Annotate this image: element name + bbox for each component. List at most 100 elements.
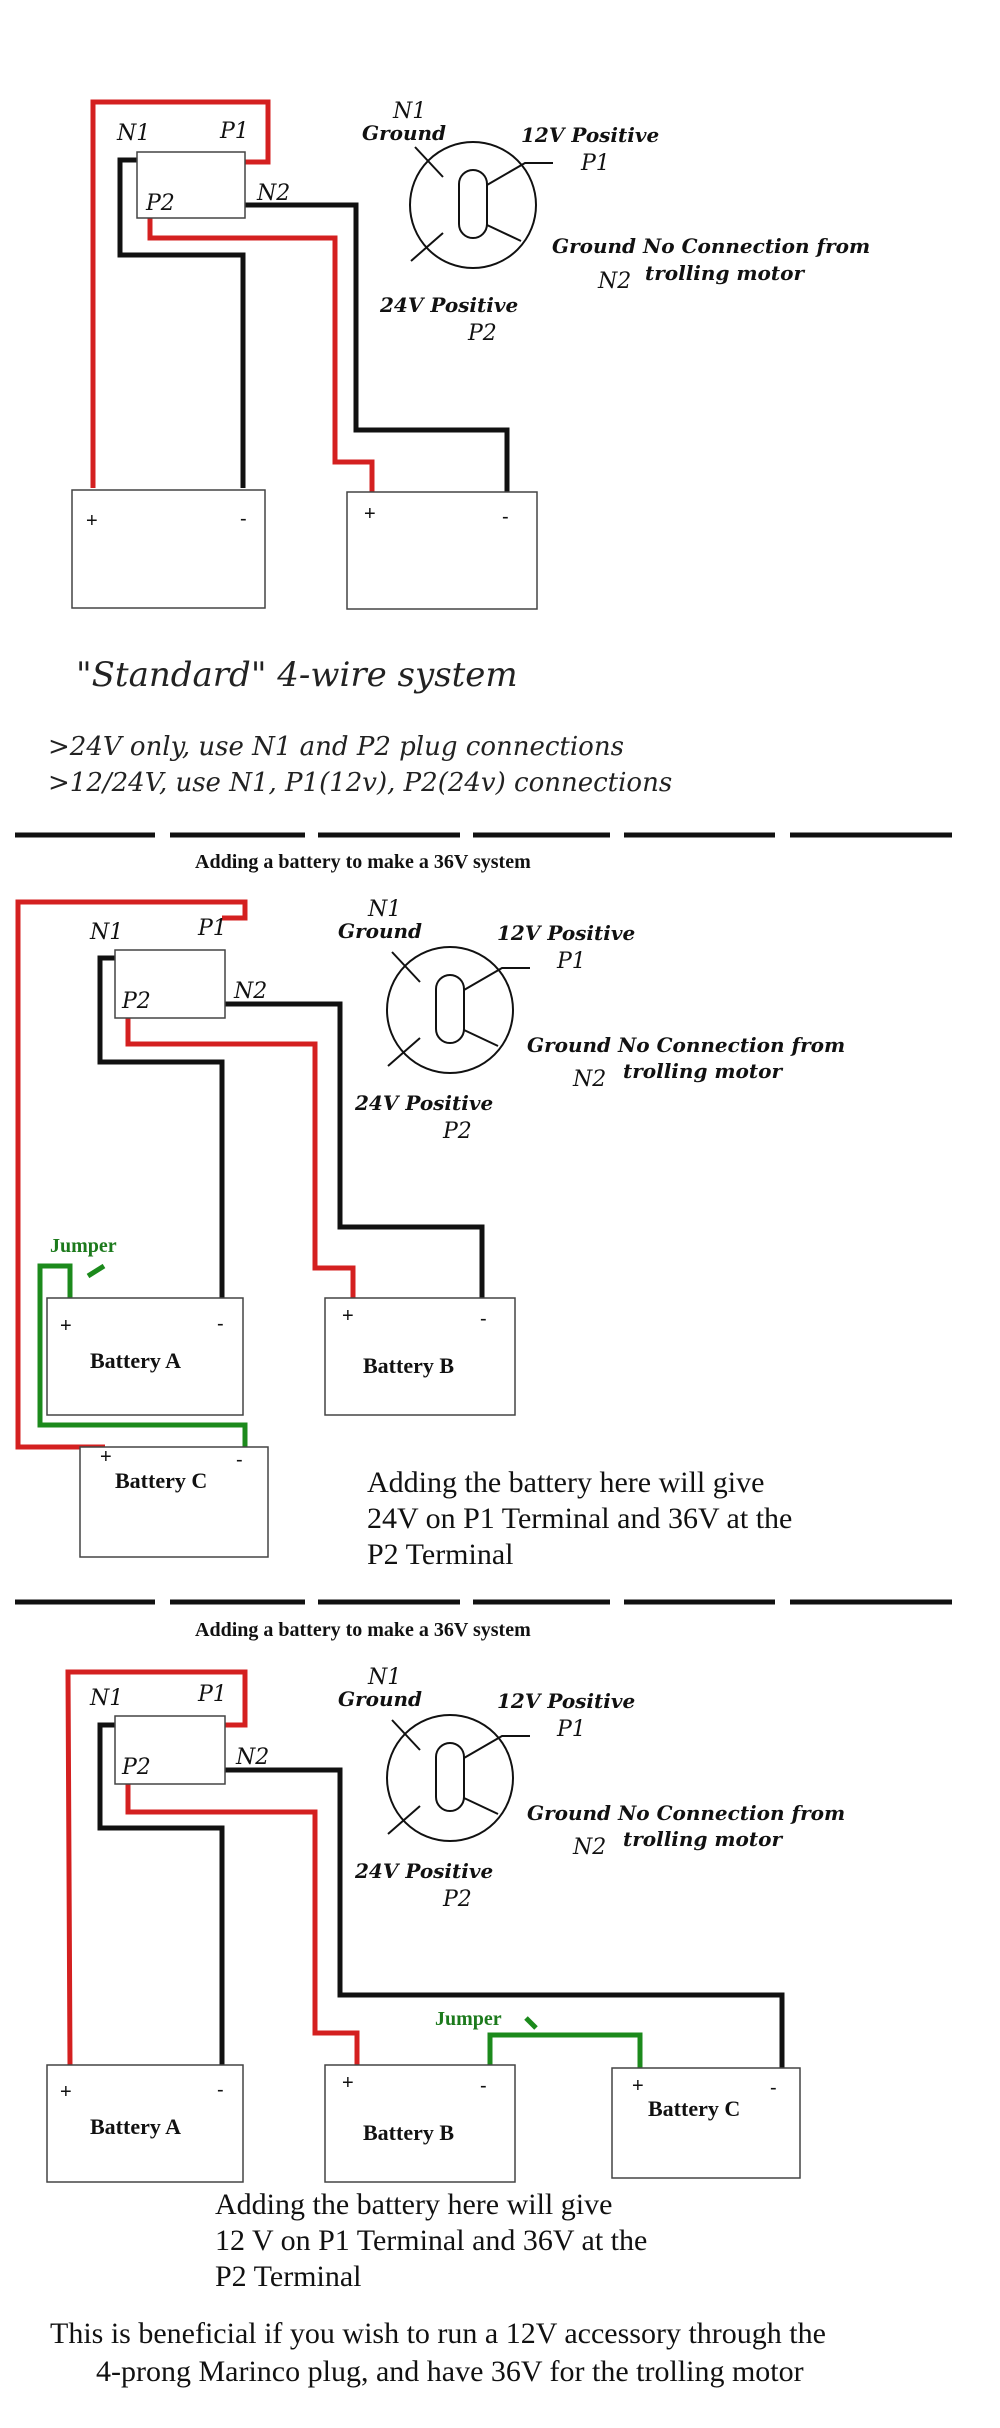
s2-plug-p2-label: P2 [442, 1119, 472, 1144]
s3-ground-no-connection-label: Ground No Connection from [527, 1801, 845, 1825]
s2-p2-label: P2 [121, 989, 151, 1014]
battery-1-minus: - [240, 508, 247, 530]
plug-p2-label: P2 [467, 321, 497, 346]
section1-note-line2: >12/24V, use N1, P1(12v), P2(24v) connec… [48, 768, 672, 798]
s2-ground-label: Ground [338, 919, 422, 943]
s3-n2-label: N2 [235, 1745, 269, 1770]
battery-b-3-minus: - [480, 2075, 487, 2097]
battery-b-label: Battery B [363, 1353, 454, 1378]
red-wire-p2-battery2-pos [147, 210, 375, 492]
n2-label: N2 [256, 181, 290, 206]
trolling-motor-label: trolling motor [645, 261, 805, 285]
jumper-mark [86, 1263, 106, 1279]
s3-plug-n2-label: N2 [572, 1835, 606, 1860]
p1-label: P1 [219, 119, 249, 144]
s3-ground-label: Ground [338, 1687, 422, 1711]
p2-label: P2 [145, 191, 175, 216]
s2-n1-label: N1 [89, 920, 123, 945]
section2-desc-line2: 24V on P1 Terminal and 36V at the [367, 1502, 792, 1535]
black-wire-n1-battery1-neg [117, 157, 246, 488]
battery-c-3 [611, 2067, 801, 2179]
battery-c [79, 1446, 269, 1558]
section3-header: Adding a battery to make a 36V system [195, 1619, 531, 1641]
section-36v-option-b: Jumper N1 P1 P2 N2 + - Battery A + - Bat… [46, 1665, 845, 2293]
s3-plug-p1-label: P1 [556, 1717, 586, 1742]
battery-a-3-plus: + [60, 2081, 72, 2103]
black-wire-n2-battery-b-neg [225, 1001, 485, 1298]
battery-2-minus: - [502, 506, 509, 528]
section3-desc-line1: Adding the battery here will give [215, 2188, 612, 2221]
s3-p2-label: P2 [121, 1755, 151, 1780]
section2-desc-line1: Adding the battery here will give [367, 1466, 764, 1499]
s2-24v-positive-label: 24V Positive [354, 1091, 493, 1115]
s3-n1-label: N1 [89, 1686, 123, 1711]
battery-a-plus: + [60, 1315, 72, 1337]
plug-face-icon-2 [386, 946, 530, 1074]
section-36v-option-a: Jumper N1 P1 P2 N2 + - Battery A + - Bat… [15, 897, 845, 1571]
battery-b-3-label: Battery B [363, 2120, 454, 2145]
battery-b-minus: - [480, 1308, 487, 1330]
plug-box [136, 151, 246, 219]
ground-no-connection-label: Ground No Connection from [552, 234, 870, 258]
plug-box-2 [114, 949, 226, 1019]
green-jumper-a-plus [37, 1263, 248, 1447]
plug-n2-label: N2 [597, 269, 631, 294]
s3-plug-n1-label: N1 [367, 1665, 401, 1690]
battery-b-3 [324, 2064, 516, 2183]
red-wire-p2-battery-b-pos [125, 1008, 356, 1298]
battery-c-plus: + [100, 1446, 112, 1468]
s2-plug-n2-label: N2 [572, 1067, 606, 1092]
red-wire-n1-battery-a-pos [65, 1669, 248, 2066]
battery-2-plus: + [364, 503, 376, 525]
s2-trolling-motor-label: trolling motor [623, 1059, 783, 1083]
battery-a-3 [46, 2064, 244, 2183]
ground-label: Ground [362, 121, 446, 145]
s2-ground-no-connection-label: Ground No Connection from [527, 1033, 845, 1057]
section1-title: "Standard" 4-wire system [76, 655, 518, 695]
s3-24v-positive-label: 24V Positive [354, 1859, 493, 1883]
battery-b-3-plus: + [342, 2072, 354, 2094]
battery-b-plus: + [342, 1305, 354, 1327]
red-wire-p1-battery-c [15, 899, 248, 1450]
s2-p1-label: P1 [197, 916, 227, 941]
s2-plug-n1-label: N1 [367, 897, 401, 922]
section-standard-4-wire: N1 P1 P2 N2 + - + - N1 Ground 12V Positi… [48, 99, 870, 798]
s3-trolling-motor-label: trolling motor [623, 1827, 783, 1851]
s2-12v-positive-label: 12V Positive [497, 921, 635, 945]
battery-a [46, 1297, 244, 1416]
s3-p1-label: P1 [197, 1682, 227, 1707]
battery-c-3-minus: - [770, 2077, 777, 2099]
battery-c-minus: - [236, 1449, 243, 1471]
plug-n1-label: N1 [392, 99, 426, 124]
section3-desc-line3: P2 Terminal [215, 2260, 362, 2293]
footer-line2: 4-prong Marinco plug, and have 36V for t… [96, 2355, 804, 2388]
battery-1 [71, 489, 266, 609]
section1-note-line1: >24V only, use N1 and P2 plug connection… [48, 732, 624, 762]
battery-a-3-minus: - [217, 2079, 224, 2101]
24v-positive-label: 24V Positive [379, 293, 518, 317]
section2-header: Adding a battery to make a 36V system [195, 851, 531, 873]
battery-c-3-label: Battery C [648, 2096, 740, 2121]
battery-2 [346, 491, 538, 610]
black-wire-n1-battery-a-neg-3 [97, 1722, 225, 2065]
black-wire-n2-battery2-neg [245, 202, 510, 492]
plug-box-3 [114, 1715, 226, 1785]
plug-face-icon-3 [386, 1714, 530, 1842]
s3-12v-positive-label: 12V Positive [497, 1689, 635, 1713]
section3-desc-line2: 12 V on P1 Terminal and 36V at the [215, 2224, 647, 2257]
s3-plug-p2-label: P2 [442, 1887, 472, 1912]
green-jumper-b-neg-c-plus [487, 2032, 643, 2068]
footer-line1: This is beneficial if you wish to run a … [50, 2317, 826, 2350]
section3-jumper-label: Jumper [435, 2008, 502, 2030]
battery-a-minus: - [217, 1313, 224, 1335]
plug-p1-label: P1 [580, 151, 610, 176]
battery-a-3-label: Battery A [90, 2114, 181, 2139]
section2-jumper-label: Jumper [50, 1235, 117, 1257]
black-wire-n1-battery-a-neg [97, 955, 225, 1298]
black-wire-n2-battery-c-neg [225, 1767, 785, 2068]
plug-face-icon [409, 141, 553, 269]
s2-n2-label: N2 [233, 979, 267, 1004]
section2-desc-line3: P2 Terminal [367, 1538, 514, 1571]
12v-positive-label: 12V Positive [521, 123, 659, 147]
